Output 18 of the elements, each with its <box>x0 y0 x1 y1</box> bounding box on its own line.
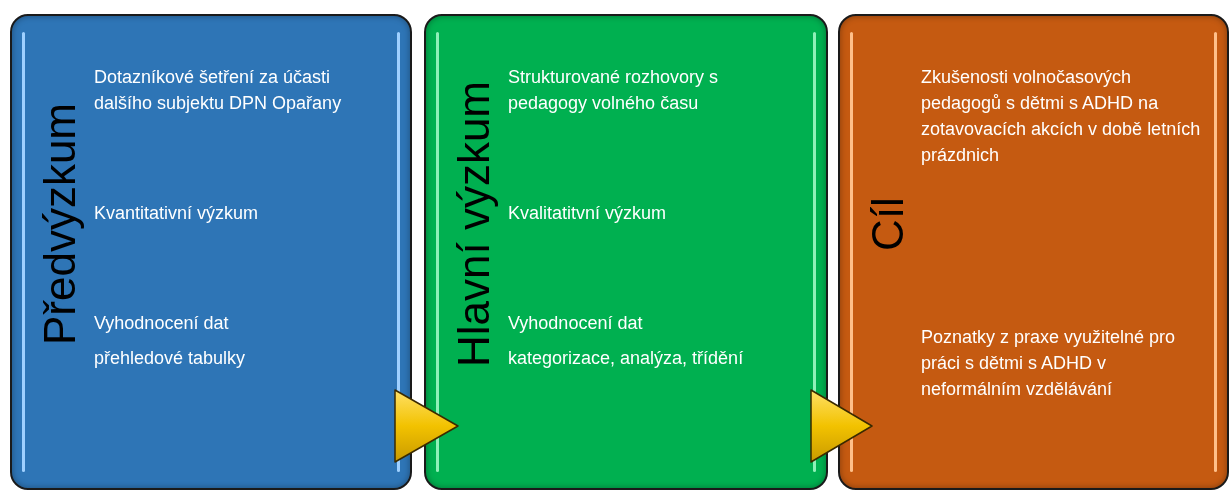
stage-panel <box>424 14 828 490</box>
stage-description: Zkušenosti volnočasových pedagogů s dětmi s ADHD na zotavovacích akcích v době letních prázdnich <box>921 66 1202 167</box>
stage-description: přehledové tabulky <box>94 347 247 370</box>
stage-description: Poznatky z praxe využitelné pro práci s dětmi s ADHD v neformálním vzdělávání <box>921 326 1177 401</box>
stage-description: Vyhodnocení dat <box>94 312 230 335</box>
stage-panel <box>838 14 1229 490</box>
stage-description: Vyhodnocení dat <box>508 312 644 335</box>
stage-heading: Cíl <box>866 197 910 251</box>
arrow <box>810 389 873 463</box>
stage-heading: Hlavní výzkum <box>452 80 496 368</box>
stage-description: Kvalitatitvní výzkum <box>508 202 668 225</box>
stage-description: Strukturované rozhovory s pedagogy volného času <box>508 66 720 115</box>
arrow <box>394 389 459 463</box>
stage-description: Dotazníkové šetření za účasti dalšího subjektu DPN Opařany <box>94 66 343 115</box>
stage-description: kategorizace, analýza, třídění <box>508 347 745 370</box>
stage-heading: Předvýzkum <box>38 102 82 346</box>
stage-description: Kvantitativní výzkum <box>94 202 260 225</box>
stage-panel <box>10 14 412 490</box>
